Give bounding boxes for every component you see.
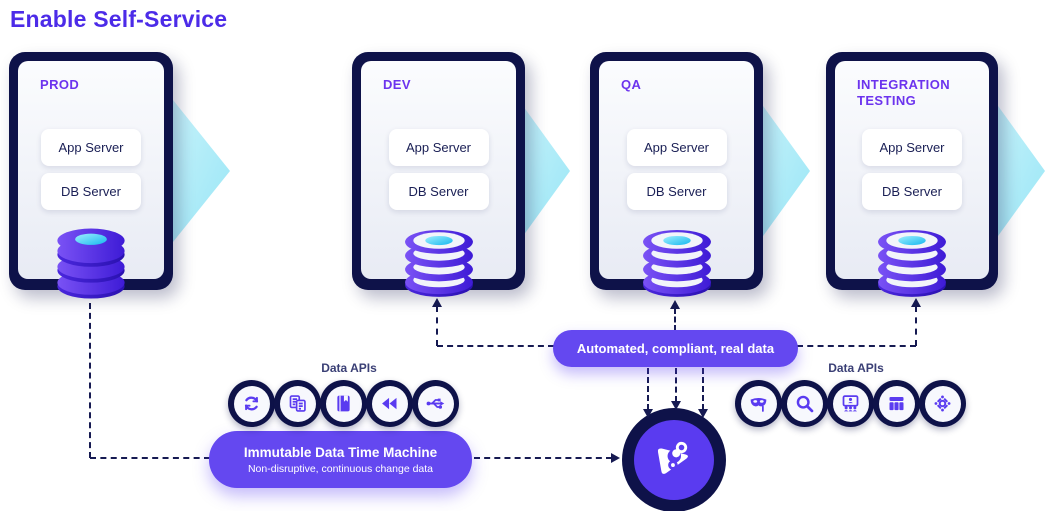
refresh-icon xyxy=(228,380,275,427)
source-database-icon xyxy=(57,228,125,299)
virtual-database-icon xyxy=(404,230,473,297)
app-server-box: App Server xyxy=(862,129,962,166)
arrowhead-to-logo xyxy=(611,453,620,463)
env-name: DEV xyxy=(383,77,411,92)
connector-pill-to-dev-v xyxy=(436,306,438,346)
rewind-icon xyxy=(366,380,413,427)
arrowhead-logo-3 xyxy=(698,409,708,418)
documents-icon xyxy=(274,380,321,427)
connector-pill-to-logo-2 xyxy=(675,368,677,402)
db-server-box: DB Server xyxy=(862,173,962,210)
mask-icon xyxy=(735,380,782,427)
branch-icon xyxy=(412,380,459,427)
connector-prod-to-time-machine xyxy=(90,457,210,459)
search-icon xyxy=(781,380,828,427)
book-icon xyxy=(320,380,367,427)
env-name: QA xyxy=(621,77,642,92)
page-title: Enable Self-Service xyxy=(10,6,228,32)
data-apis-cluster-right xyxy=(735,380,966,427)
time-machine-box: Immutable Data Time Machine Non-disrupti… xyxy=(209,431,472,488)
app-server-box: App Server xyxy=(626,129,727,166)
time-machine-subtitle: Non-disruptive, continuous change data xyxy=(247,462,434,475)
env-card-qa: QA App Server DB Server xyxy=(590,52,763,297)
data-apis-label-right: Data APIs xyxy=(828,361,884,375)
connector-pill-to-qa-v xyxy=(674,308,676,331)
connector-pill-to-integration-h xyxy=(797,345,916,347)
db-server-box: DB Server xyxy=(41,173,141,210)
time-machine-title: Immutable Data Time Machine xyxy=(243,444,438,460)
data-apis-cluster-left xyxy=(228,380,459,427)
connector-prod-down xyxy=(89,303,91,458)
connector-pill-to-dev-h xyxy=(437,345,554,347)
db-server-box: DB Server xyxy=(388,173,489,210)
arrowhead-logo-2 xyxy=(671,401,681,410)
env-card-integration-testing: INTEGRATION TESTING App Server DB Server xyxy=(826,52,998,297)
automated-data-pill: Automated, compliant, real data xyxy=(553,330,798,367)
env-card-prod: PROD App Server DB Server xyxy=(9,52,173,299)
audience-icon xyxy=(827,380,874,427)
env-name: INTEGRATION TESTING xyxy=(857,77,950,109)
virtual-database-icon xyxy=(642,230,711,297)
connector-pill-to-logo-1 xyxy=(647,368,649,410)
hub-icon xyxy=(919,380,966,427)
app-server-box: App Server xyxy=(388,129,489,166)
connector-time-machine-to-logo xyxy=(474,457,612,459)
env-name: PROD xyxy=(40,77,80,92)
logo-ring xyxy=(622,408,726,511)
db-server-box: DB Server xyxy=(626,173,727,210)
table-icon xyxy=(873,380,920,427)
connector-pill-to-integration-v xyxy=(915,306,917,346)
env-card-dev: DEV App Server DB Server xyxy=(352,52,525,297)
connector-pill-to-logo-3 xyxy=(702,368,704,410)
virtual-database-icon xyxy=(878,230,946,297)
arrowhead-to-qa-db xyxy=(670,300,680,309)
arrowhead-to-integration-db xyxy=(911,298,921,307)
app-server-box: App Server xyxy=(41,129,141,166)
data-apis-label-left: Data APIs xyxy=(321,361,377,375)
arrowhead-to-dev-db xyxy=(432,298,442,307)
delphix-logo-icon xyxy=(634,420,714,500)
arrowhead-logo-1 xyxy=(643,409,653,418)
